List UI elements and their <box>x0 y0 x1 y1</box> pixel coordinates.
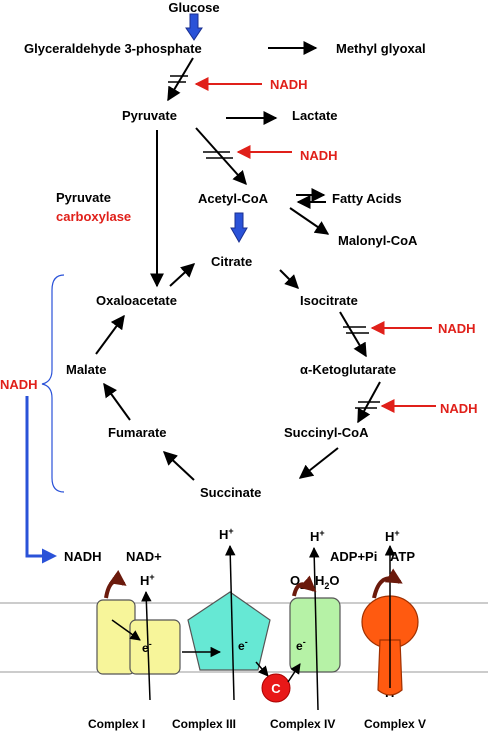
fatty-acids-label: Fatty Acids <box>332 191 402 206</box>
complex1-proton-line <box>141 590 152 701</box>
arrow-fumarate-malate <box>103 382 131 421</box>
glucose-label: Glucose <box>168 0 219 15</box>
nadh-pool-label: NADH <box>0 377 38 392</box>
arrow-isocitrate-akg <box>339 311 367 358</box>
enzyme-label-line2: carboxylase <box>56 209 131 224</box>
cytochrome-c-label: C <box>271 681 281 696</box>
enzyme-label-line1: Pyruvate <box>56 190 111 205</box>
malonyl-coa-label: Malonyl-CoA <box>338 233 418 248</box>
cytochrome-c <box>261 673 291 703</box>
nadh-brace <box>41 274 65 493</box>
succinate-label: Succinate <box>200 485 261 500</box>
succinyl-coa-label: Succinyl-CoA <box>284 425 369 440</box>
arrow-oxaloacetate-citrate <box>169 263 196 287</box>
nadh-inhibitor-label-1: NADH <box>270 77 308 92</box>
oxaloacetate-label: Oxaloacetate <box>96 293 177 308</box>
complex1-proton-label: H+ <box>140 572 155 588</box>
nadh-inhibitor-label-2: NADH <box>300 148 338 163</box>
complex4-oxygen-arrow <box>292 575 317 597</box>
complex3-electron-label: e- <box>238 637 248 653</box>
akg-label: α-Ketoglutarate <box>300 362 396 377</box>
g3p-label: Glyceraldehyde 3-phosphate <box>24 41 202 56</box>
complex1-electron-arrow <box>111 619 141 641</box>
isocitrate-label: Isocitrate <box>300 293 358 308</box>
arrow-acetylcoa-malonylcoa <box>289 207 330 235</box>
arrow-malate-oxaloacetate <box>95 314 125 355</box>
electron-arrow-c3-cytc <box>255 661 269 677</box>
complex4-electron-label: e- <box>296 637 306 653</box>
citrate-label: Citrate <box>211 254 252 269</box>
complex1-label: Complex I <box>88 717 145 731</box>
atp-label: ATP <box>390 549 415 564</box>
arrow-succinate-fumarate <box>162 451 195 481</box>
etc-nadh-label: NADH <box>64 549 102 564</box>
complex3-pentagon <box>187 591 271 671</box>
complex3-label: Complex III <box>172 717 236 731</box>
complex1-electron-label: e- <box>142 639 152 655</box>
acetyl-coa-label: Acetyl-CoA <box>198 191 269 206</box>
arrow-pyruvate-acetylcoa <box>195 127 247 186</box>
complex3-proton-line <box>224 544 236 701</box>
nadh-inhibitor-label-4: NADH <box>440 401 478 416</box>
h2o-label: H2O <box>315 573 340 591</box>
malate-label: Malate <box>66 362 106 377</box>
complex1-nadh-arrow <box>104 570 127 599</box>
complex1-body <box>129 619 181 675</box>
methyl-glyoxal-label: Methyl glyoxal <box>336 41 426 56</box>
etc-nad-label: NAD+ <box>126 549 162 564</box>
electron-arrow-cytc-c4 <box>287 663 301 683</box>
lactate-label: Lactate <box>292 108 338 123</box>
arrow-succinylcoa-succinate <box>298 447 339 479</box>
nadh-inhibitor-label-3: NADH <box>438 321 476 336</box>
acetylcoa-flux-arrow <box>230 212 248 244</box>
arrow-citrate-isocitrate <box>279 269 299 289</box>
complex4-proton-label: H+ <box>310 528 325 544</box>
complex1-arm <box>96 599 136 675</box>
adp-label: ADP+Pi <box>330 549 377 564</box>
complex4-label: Complex IV <box>270 717 335 731</box>
arrow-g3p-pyruvate <box>167 57 194 102</box>
glucose-flux-arrow <box>185 13 203 41</box>
complex4-proton-line <box>308 546 320 711</box>
complex5-atp-arrow <box>372 568 403 599</box>
fumarate-label: Fumarate <box>108 425 167 440</box>
nadh-to-etc-arrow <box>25 396 57 564</box>
complex3-proton-label: H+ <box>219 526 234 542</box>
pyruvate-label: Pyruvate <box>122 108 177 123</box>
complex5-proton-out-label: H+ <box>385 528 400 544</box>
complex5-label: Complex V <box>364 717 426 731</box>
